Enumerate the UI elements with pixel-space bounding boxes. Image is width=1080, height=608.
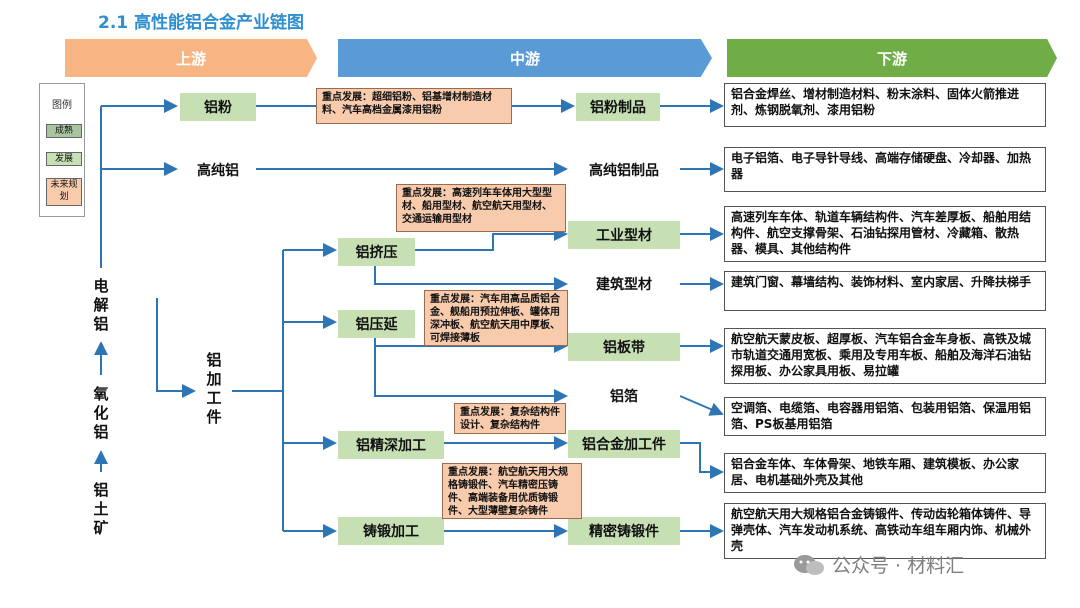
wechat-icon (794, 554, 824, 575)
legend: 图例 成熟 发展 未来规划 (39, 83, 85, 217)
legend-future: 未来规划 (46, 178, 82, 206)
note-rolling: 重点发展：汽车用高品质铝合金、舰船用预拉伸板、罐体用深冲板、航空航天用中厚板、可… (424, 290, 568, 346)
node-casting-forging: 铸锻加工 (338, 517, 444, 545)
node-building-profile: 建筑型材 (568, 270, 680, 298)
output-foil: 空调箔、电缆箔、电容器用铝箔、包装用铝箔、保温用铝箔、PS板基用铝箔 (724, 397, 1046, 436)
node-powder-products: 铝粉制品 (576, 93, 660, 121)
legend-mature: 成熟 (46, 124, 82, 138)
node-foil: 铝箔 (568, 382, 680, 410)
raw-alumina: 氧化铝 (85, 378, 117, 450)
stage-downstream: 下游 (727, 39, 1057, 77)
node-processing: 铝加工件 (196, 334, 232, 446)
legend-title: 图例 (52, 100, 72, 111)
output-powder: 铝合金焊丝、增材制造材料、粉末涂料、固体火箭推进剂、炼钢脱氧剂、漆用铝粉 (724, 83, 1046, 127)
node-rolling: 铝压延 (338, 310, 415, 338)
watermark: 公众号 · 材料汇 (792, 551, 964, 578)
stage-downstream-label: 下游 (876, 49, 907, 68)
node-high-purity: 高纯铝 (180, 156, 256, 184)
output-industrial: 高速列车车体、轨道车辆结构件、汽车差厚板、船舶用结构件、航空支撑骨架、石油钻探用… (724, 206, 1046, 262)
raw-bauxite: 铝土矿 (85, 474, 117, 546)
output-sheet: 航空航天蒙皮板、超厚板、汽车铝合金车身板、高铁及城市轨道交通用宽板、乘用及专用车… (724, 328, 1046, 384)
node-extrusion: 铝挤压 (338, 238, 415, 266)
output-alloy: 铝合金车体、车体骨架、地铁车厢、建筑模板、办公家居、电机基础外壳及其他 (724, 453, 1046, 493)
raw-electrolytic: 电解铝 (85, 270, 117, 342)
node-deep-processing: 铝精深加工 (338, 431, 444, 459)
node-precision-parts: 精密铸锻件 (568, 517, 680, 545)
stage-midstream: 中游 (338, 39, 712, 77)
output-high-purity: 电子铝箔、电子导针导线、高端存储硬盘、冷却器、加热器 (724, 147, 1046, 192)
stage-upstream: 上游 (65, 39, 317, 77)
stage-upstream-label: 上游 (175, 49, 206, 68)
node-alloy-parts: 铝合金加工件 (568, 430, 680, 458)
output-building: 建筑门窗、幕墙结构、装饰材料、室内家居、升降扶梯手 (724, 271, 1046, 311)
note-deep: 重点发展：复杂结构件设计、复杂结构件 (454, 403, 566, 434)
stage-midstream-label: 中游 (509, 49, 540, 68)
note-powder: 重点发展：超细铝粉、铝基增材制造材料、汽车高档金属漆用铝粉 (316, 88, 512, 124)
legend-develop: 发展 (46, 152, 82, 166)
note-casting: 重点发展：航空航天用大规格铸锻件、汽车精密压铸件、高端装备用优质铸锻件、大型薄壁… (442, 463, 582, 519)
node-high-purity-products: 高纯铝制品 (568, 156, 680, 184)
page-title: 2.1 高性能铝合金产业链图 (98, 13, 305, 33)
node-industrial-profile: 工业型材 (568, 221, 680, 249)
output-precision: 航空航天用大规格铝合金铸锻件、传动齿轮箱体铸件、导弹壳体、汽车发动机系统、高铁动… (724, 503, 1046, 559)
note-extrusion: 重点发展：高速列车车体用大型型材、船用型材、航空航天用型材、交通运输用型材 (396, 184, 566, 232)
node-al-powder: 铝粉 (180, 93, 256, 121)
node-sheet-strip: 铝板带 (568, 333, 680, 361)
watermark-text: 公众号 · 材料汇 (832, 555, 965, 577)
